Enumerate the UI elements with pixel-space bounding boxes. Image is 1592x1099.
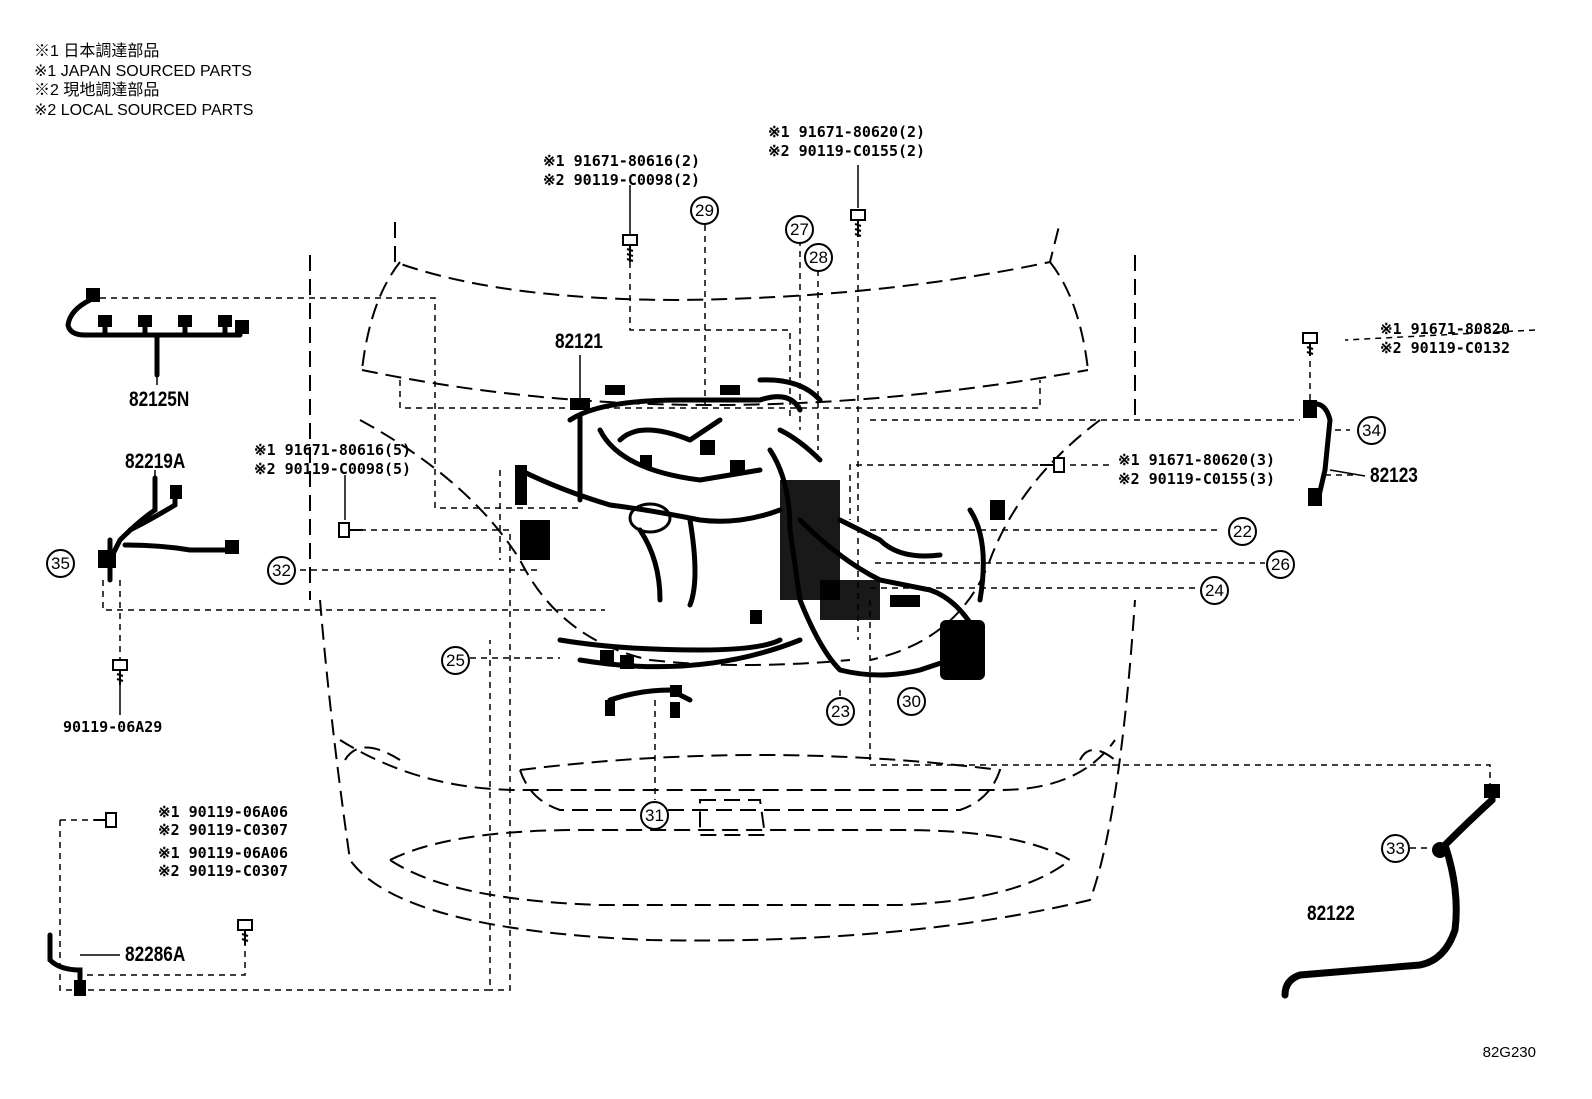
part-82121: 82121 bbox=[555, 330, 603, 353]
harness-82219A bbox=[107, 475, 233, 583]
callout-32: 32 bbox=[267, 556, 296, 585]
bolt-label-top-left-1: ※1 91671-80616(2) bbox=[543, 152, 701, 170]
callout-30: 30 bbox=[897, 687, 926, 716]
bolt-label-right-top-1: ※1 91671-80820 bbox=[1380, 320, 1510, 338]
callout-24: 24 bbox=[1200, 576, 1229, 605]
bolt-label-bottom-left-a2: ※2 90119-C0307 bbox=[158, 821, 288, 839]
bolt-label-left-bolt: 90119-06A29 bbox=[63, 718, 163, 736]
part-82123: 82123 bbox=[1370, 464, 1418, 487]
legend-line-2: ※1 JAPAN SOURCED PARTS bbox=[34, 62, 252, 80]
bolt-label-bottom-left-b2: ※2 90119-C0307 bbox=[158, 862, 288, 880]
callout-23: 23 bbox=[826, 697, 855, 726]
callout-28: 28 bbox=[804, 243, 833, 272]
bolt-label-right-mid-1: ※1 91671-80620(3) bbox=[1118, 451, 1276, 469]
part-82286A: 82286A bbox=[125, 943, 186, 966]
callout-35: 35 bbox=[46, 549, 75, 578]
sourcing-legend: ※1 日本調達部品 ※1 JAPAN SOURCED PARTS ※2 現地調達… bbox=[34, 42, 253, 120]
legend-line-3: ※2 現地調達部品 bbox=[34, 82, 160, 99]
connector-82125N bbox=[86, 288, 249, 334]
callout-22: 22 bbox=[1228, 517, 1257, 546]
part-82122: 82122 bbox=[1307, 902, 1355, 925]
bolt-label-bottom-left-b1: ※1 90119-06A06 bbox=[158, 844, 288, 862]
legend-line-4: ※2 LOCAL SOURCED PARTS bbox=[34, 101, 254, 119]
bolt-label-right-mid-2: ※2 90119-C0155(3) bbox=[1118, 470, 1276, 488]
bolt-label-bottom-left-a1: ※1 90119-06A06 bbox=[158, 803, 288, 821]
legend-line-1: ※1 日本調達部品 bbox=[34, 43, 160, 60]
callout-27: 27 bbox=[785, 215, 814, 244]
grommet bbox=[628, 502, 672, 534]
harness-82286A bbox=[47, 932, 83, 988]
part-82125N: 82125N bbox=[129, 388, 190, 411]
hood-outline bbox=[309, 221, 1136, 942]
bolt-label-left-mid-2: ※2 90119-C0098(5) bbox=[254, 460, 412, 478]
bolt-label-right-top-2: ※2 90119-C0132 bbox=[1380, 339, 1510, 357]
callout-33: 33 bbox=[1381, 834, 1410, 863]
bolt-label-top-right-1: ※1 91671-80620(2) bbox=[768, 123, 926, 141]
label-leaders bbox=[80, 165, 1366, 956]
callout-25: 25 bbox=[441, 646, 470, 675]
harness-82121-fill bbox=[515, 385, 1005, 718]
bolts bbox=[94, 209, 1318, 945]
callout-31: 31 bbox=[640, 801, 669, 830]
connector-82219A bbox=[98, 485, 239, 568]
bolt-label-top-right-2: ※2 90119-C0155(2) bbox=[768, 142, 926, 160]
callout-26: 26 bbox=[1266, 550, 1295, 579]
leader-lines bbox=[59, 225, 1536, 991]
part-82219A: 82219A bbox=[125, 450, 186, 473]
harness-82123 bbox=[1307, 401, 1333, 503]
callout-34: 34 bbox=[1357, 416, 1386, 445]
harness-82125N bbox=[65, 297, 243, 378]
harness-82122 bbox=[1281, 786, 1496, 999]
bolt-label-left-mid-1: ※1 91671-80616(5) bbox=[254, 441, 412, 459]
diagram-code: 82G230 bbox=[1482, 1044, 1536, 1061]
callout-29: 29 bbox=[690, 196, 719, 225]
harness-82121 bbox=[517, 377, 986, 703]
bolt-label-top-left-2: ※2 90119-C0098(2) bbox=[543, 171, 701, 189]
